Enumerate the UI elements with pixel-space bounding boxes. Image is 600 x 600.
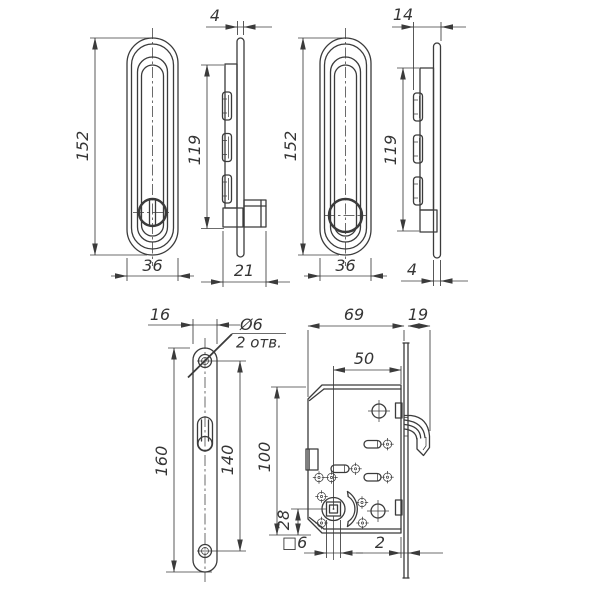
faceplate-front-view: Ø6 2 отв. 16 160 140 xyxy=(148,305,286,582)
dimension-backset-50: 50 xyxy=(333,349,402,509)
mounting-clip xyxy=(412,92,424,122)
turnpiece-knob-edge xyxy=(243,199,267,228)
dimension-height-152: 152 xyxy=(281,37,342,256)
handle-front-view-left: 152 36 xyxy=(73,28,194,281)
mounting-clip xyxy=(412,176,424,206)
dimension-length-160: 160 xyxy=(152,347,212,573)
fixing-screw-bottom xyxy=(367,500,389,522)
faceplate-tab-bottom xyxy=(394,499,403,516)
handle-front-view-right: 152 36 xyxy=(281,28,387,281)
lock-faceplate-edge xyxy=(402,342,410,579)
mounting-clip xyxy=(221,174,233,204)
dim-label-140: 140 xyxy=(218,445,237,476)
handle-side-view-right: 14 119 4 xyxy=(381,5,468,286)
dim-label-50: 50 xyxy=(354,349,374,368)
dimension-height-152: 152 xyxy=(73,37,151,256)
mounting-clip xyxy=(221,132,233,163)
handle-side-view-left: 4 119 21 xyxy=(185,6,290,287)
hole-callout: Ø6 2 отв. xyxy=(187,315,286,379)
dimension-thickness-4: 4 xyxy=(206,6,272,35)
housing-bottom-block xyxy=(419,209,438,233)
edge-stop-block xyxy=(305,448,319,471)
latch-opening xyxy=(196,416,214,452)
lever-slot xyxy=(346,490,358,528)
guide-pin xyxy=(363,437,395,451)
faceplate-tab-top xyxy=(394,402,403,419)
mounting-clip xyxy=(221,91,233,121)
fixing-screw-top xyxy=(368,400,390,422)
dim-label-36-left: 36 xyxy=(142,256,162,275)
dim-label-14: 14 xyxy=(393,5,413,24)
dim-label-119-left: 119 xyxy=(185,135,204,166)
dim-label-19: 19 xyxy=(408,305,428,324)
dimension-gap-2: 2 xyxy=(356,533,443,558)
dim-label-4-bottom-right: 4 xyxy=(407,260,417,279)
dimension-height-119: 119 xyxy=(185,64,224,229)
guide-pin xyxy=(330,462,363,476)
dim-label-160: 160 xyxy=(152,446,171,477)
dim-label-69: 69 xyxy=(344,305,364,324)
hole-diameter-label: Ø6 xyxy=(239,315,263,334)
dimension-width-16: 16 xyxy=(148,305,240,344)
dimension-hole-spacing-140: 140 xyxy=(197,360,246,552)
small-screw xyxy=(355,516,370,530)
lock-case-view: 69 19 50 100 28 xyxy=(255,305,443,579)
dimension-thickness-4: 4 xyxy=(401,260,468,286)
dimension-spindle-offset-28: 28 xyxy=(274,508,326,536)
dimension-depth-21: 21 xyxy=(201,231,290,287)
dimension-case-height-100: 100 xyxy=(255,386,311,536)
dimension-depth-14: 14 xyxy=(392,5,466,90)
dimension-spindle-square-6: □6 xyxy=(282,516,363,560)
dim-label-16: 16 xyxy=(150,305,170,324)
mounting-clip xyxy=(412,134,424,164)
small-screw xyxy=(312,470,326,485)
dim-label-28: 28 xyxy=(274,510,293,530)
dimension-case-width-69: 69 xyxy=(307,305,405,397)
dim-label-152-right: 152 xyxy=(281,131,300,162)
hole-count-label: 2 отв. xyxy=(236,334,282,352)
dim-label-21: 21 xyxy=(234,261,254,280)
guide-pin xyxy=(363,470,395,484)
housing-bottom-block xyxy=(222,207,244,228)
dim-label-square-6: □6 xyxy=(282,533,307,552)
hook-bolt xyxy=(403,414,431,457)
dimension-height-119: 119 xyxy=(381,67,419,232)
dim-label-4-top-left: 4 xyxy=(210,6,220,25)
dim-label-36-right: 36 xyxy=(335,256,355,275)
dim-label-100: 100 xyxy=(255,442,274,473)
dim-label-2: 2 xyxy=(375,533,385,552)
dim-label-152-left: 152 xyxy=(73,131,92,162)
dimension-hook-reach-19: 19 xyxy=(407,305,431,431)
small-screw xyxy=(324,470,339,485)
dimension-width-36: 36 xyxy=(111,256,194,281)
dimension-width-36: 36 xyxy=(304,256,387,281)
dim-label-119-right: 119 xyxy=(381,135,400,166)
